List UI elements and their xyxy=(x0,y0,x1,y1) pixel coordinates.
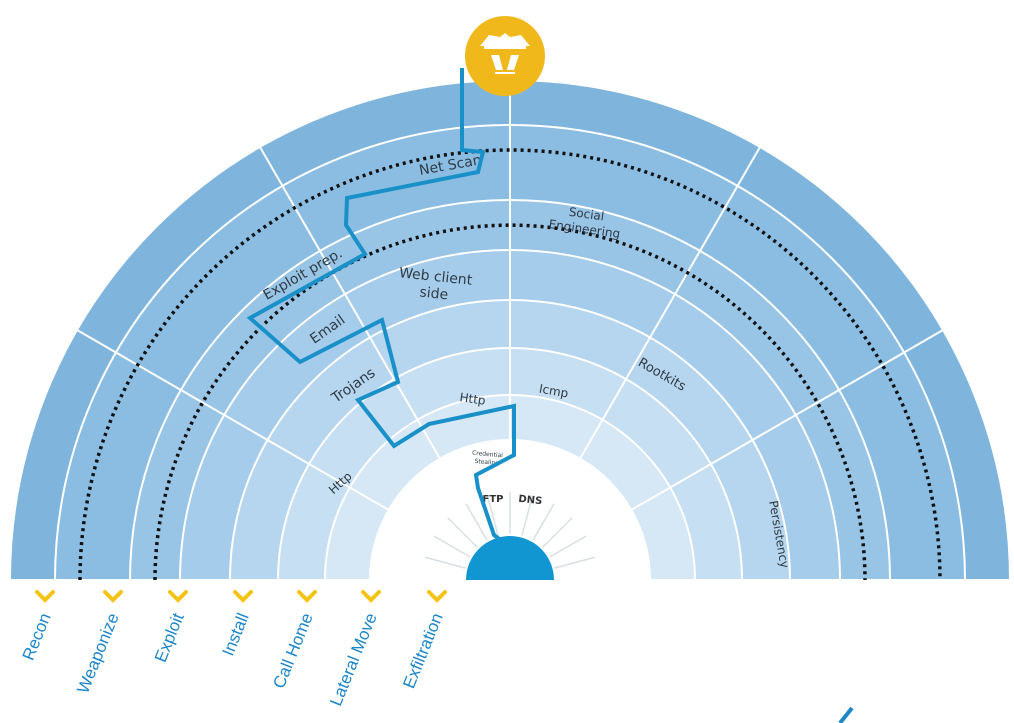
attack-path-line xyxy=(246,68,516,547)
dotted-boundary xyxy=(78,148,942,581)
stage-chevron-icon xyxy=(427,590,447,603)
svg-text:Stealing: Stealing xyxy=(474,458,499,467)
core-divider xyxy=(447,517,479,549)
stage-label: Lateral Move xyxy=(326,610,380,708)
core-divider xyxy=(554,556,596,569)
stage-chevron-icon xyxy=(168,590,188,603)
stage-label: Install xyxy=(218,610,252,658)
core-divider xyxy=(486,494,499,536)
credential-stealing-label: Credential Stealing xyxy=(472,450,504,467)
stage-label: Weaponize xyxy=(73,610,122,696)
sector-dividers xyxy=(76,80,944,569)
svg-text:Web client: Web client xyxy=(398,265,473,289)
web-client-side-label: Web client side xyxy=(398,265,473,303)
center-hub xyxy=(466,536,554,580)
arrow-fragment-icon xyxy=(838,706,854,723)
sector-divider xyxy=(259,146,441,460)
core-divider xyxy=(541,517,573,549)
sector-divider xyxy=(579,146,761,460)
stage-label: Recon xyxy=(19,610,55,663)
icmp-label: Icmp xyxy=(538,382,569,401)
sector-divider xyxy=(76,329,390,511)
sector-divider xyxy=(630,329,944,511)
stage-chevron-icon xyxy=(361,590,381,603)
stage-label: Exfiltration xyxy=(399,610,446,691)
core-divider xyxy=(424,556,466,569)
svg-text:Credential: Credential xyxy=(472,450,504,460)
stage-chevron-icon xyxy=(35,590,55,603)
svg-text:side: side xyxy=(419,284,449,303)
stage-chevron-icon xyxy=(233,590,253,603)
core-divider xyxy=(549,535,587,558)
core-divider xyxy=(433,535,471,558)
stage-chevron-icon xyxy=(297,590,317,603)
ftp-label: FTP xyxy=(483,494,504,505)
core-divider xyxy=(521,494,534,536)
dns-label: DNS xyxy=(518,494,543,507)
core-divider xyxy=(532,503,555,541)
stage-label: Call Home xyxy=(269,610,316,691)
dotted-boundary xyxy=(153,223,867,581)
hacker-icon xyxy=(465,16,545,96)
dotted-boundaries xyxy=(78,148,942,581)
svg-text:Social: Social xyxy=(568,205,605,224)
stage-label: Exploit xyxy=(151,610,188,665)
stage-chevron-icon xyxy=(103,590,123,603)
http-inner-label: Http xyxy=(459,390,487,407)
core-divider xyxy=(465,503,488,541)
